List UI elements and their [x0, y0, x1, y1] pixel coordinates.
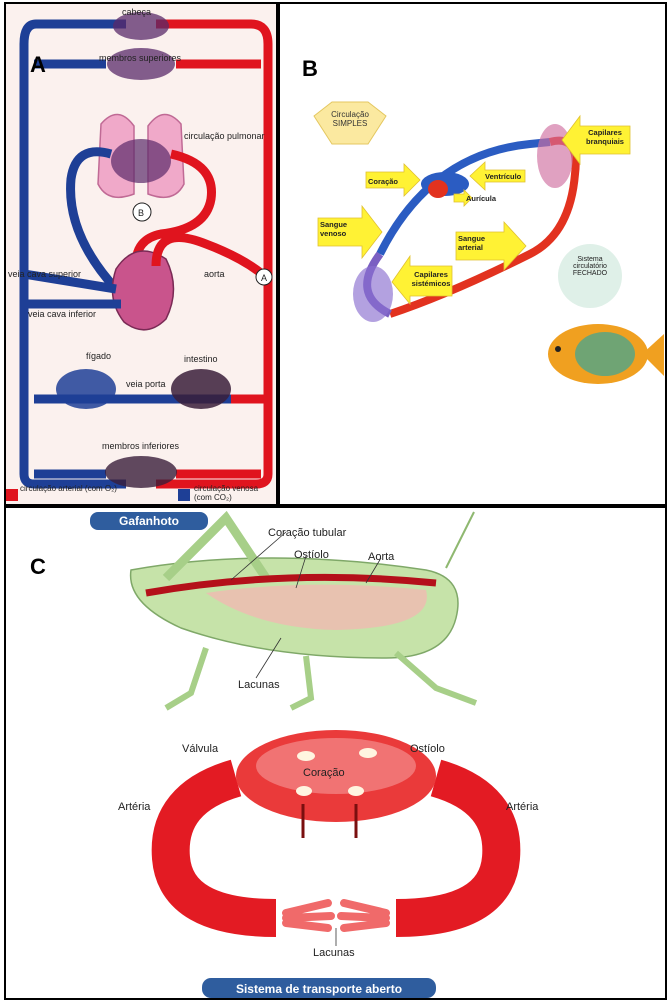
- banner-top-text: Gafanhoto: [119, 514, 179, 528]
- closed-text-wrap: Sistema circulatório FECHADO: [572, 256, 608, 277]
- label-circle-b: B: [138, 208, 144, 218]
- marker-a-circle: [255, 268, 273, 286]
- panel-b-fish-circulation: B Circulação SIMPLES: [278, 2, 667, 506]
- banner-bottom: [202, 978, 436, 998]
- label-pulmonary: circulação pulmonar: [184, 131, 265, 141]
- panel-a-diagram: A cabeça membros superiores circulação p…: [6, 7, 273, 502]
- label-artery-left: Artéria: [118, 801, 151, 813]
- pointer-aorta: [365, 557, 382, 584]
- label-artery-right: Artéria: [506, 801, 539, 813]
- arrow-systemic-capillaries: [391, 254, 453, 306]
- panel-a-human-circulation: A cabeça membros superiores circulação p…: [4, 2, 278, 506]
- label-heart: Coração: [368, 177, 398, 186]
- panel-b-letter: B: [302, 56, 318, 81]
- label-valve: Válvula: [182, 743, 219, 755]
- label-inf-vena-cava: veia cava inferior: [28, 309, 96, 319]
- arrow-venous-blood: [317, 204, 383, 260]
- simple-hexagon: [313, 101, 387, 145]
- legend-venous-text: circulação venosa (com CO₂): [194, 484, 259, 502]
- label-arterial-blood: Sangue arterial: [458, 234, 486, 252]
- label-ostiole-top: Ostíolo: [294, 549, 329, 561]
- label-ventricle: Ventrículo: [485, 172, 522, 181]
- lungs: [97, 113, 185, 199]
- systemic-text-wrap: Capilares sistémicos: [411, 270, 451, 288]
- legend-arterial-text: circulação arterial (com O₂): [20, 484, 117, 493]
- heart-atrium: [428, 180, 448, 198]
- label-atrium: Aurícula: [466, 194, 497, 203]
- label-liver: fígado: [86, 351, 111, 361]
- arrow-gill-capillaries: [561, 114, 631, 166]
- label-head: cabeça: [122, 7, 151, 17]
- label-intestine: intestino: [184, 354, 218, 364]
- label-tubular-heart: Coração tubular: [268, 527, 347, 539]
- pulmonary-vein: [131, 149, 216, 265]
- legend-arterial-swatch: [6, 489, 18, 501]
- label-upper-limbs: membros superiores: [99, 53, 182, 63]
- lower-limbs-capillary-bed: [105, 456, 177, 488]
- aorta-vessel: [151, 233, 272, 283]
- panel-c-diagram: Gafanhoto C Coração tubular Ostíolo Aort…: [30, 510, 539, 998]
- systemic-capillary-bed: [353, 266, 393, 322]
- panel-a-letter: A: [30, 52, 46, 77]
- label-systemic-capillaries: Capilares sistémicos: [411, 270, 451, 288]
- pulmonary-artery: [66, 147, 120, 293]
- heart: [111, 250, 175, 331]
- label-venous-blood: Sangue venoso: [320, 220, 348, 238]
- banner-bottom-text: Sistema de transporte aberto: [236, 982, 402, 996]
- label-gill-capillaries: Capilares branquiais: [586, 128, 624, 146]
- vena-cava-superior-vessel: [23, 269, 117, 294]
- fish-illustration: [548, 324, 664, 384]
- pointer-lacunas-top: [255, 637, 282, 679]
- label-aorta: aorta: [204, 269, 225, 279]
- arrow-ventricle: [469, 161, 526, 191]
- arrow-heart: [365, 163, 421, 197]
- simple-text: Circulação SIMPLES: [331, 110, 369, 128]
- venous-text-wrap: Sangue venoso: [320, 220, 348, 238]
- label-aorta-c: Aorta: [368, 551, 395, 563]
- venous-top-vessel: [19, 19, 126, 45]
- banner-top: [90, 512, 208, 530]
- label-lacunas-top: Lacunas: [238, 679, 280, 691]
- arrow-atrium: [453, 189, 473, 207]
- panel-c-open-circulation: Gafanhoto C Coração tubular Ostíolo Aort…: [4, 506, 667, 1000]
- label-closed: Sistema circulatório FECHADO: [572, 256, 608, 277]
- label-lacunas-bottom: Lacunas: [313, 947, 355, 959]
- label-sup-vena-cava: veia cava superior: [8, 269, 81, 279]
- open-system-illustration: [151, 730, 521, 937]
- panel-b-diagram: B Circulação SIMPLES: [302, 56, 664, 384]
- pointer-ostiole-top: [295, 555, 307, 589]
- marker-b-circle: [132, 202, 152, 222]
- label-lower-limbs: membros inferiores: [102, 441, 180, 451]
- simple-text-wrap: Circulação SIMPLES: [331, 110, 369, 128]
- closed-circle: [558, 244, 622, 308]
- pointer-tubular-heart: [230, 531, 287, 581]
- panel-c-letter: C: [30, 554, 46, 579]
- liver-capillary-bed: [56, 369, 116, 409]
- legend-venous-swatch: [178, 489, 190, 501]
- arterial-outer-vessel: [156, 19, 273, 489]
- legend-venous-text-wrap: circulação venosa (com CO₂): [194, 484, 259, 502]
- label-portal-vein: veia porta: [126, 379, 166, 389]
- grasshopper-illustration: [129, 510, 478, 711]
- label-circle-a: A: [261, 273, 267, 283]
- label-heart-c: Coração: [303, 767, 345, 779]
- arterial-text-wrap: Sangue arterial: [458, 234, 486, 252]
- arrow-arterial-blood: [455, 220, 527, 272]
- legend-arterial-text-wrap: circulação arterial (com O₂): [20, 484, 117, 493]
- head-capillary-bed: [107, 12, 175, 80]
- intestine-capillary-bed: [171, 369, 231, 409]
- venous-outer-vessel: [19, 44, 126, 489]
- label-ostiole: Ostíolo: [410, 743, 445, 755]
- gill-text-wrap: Capilares branquiais: [586, 128, 624, 146]
